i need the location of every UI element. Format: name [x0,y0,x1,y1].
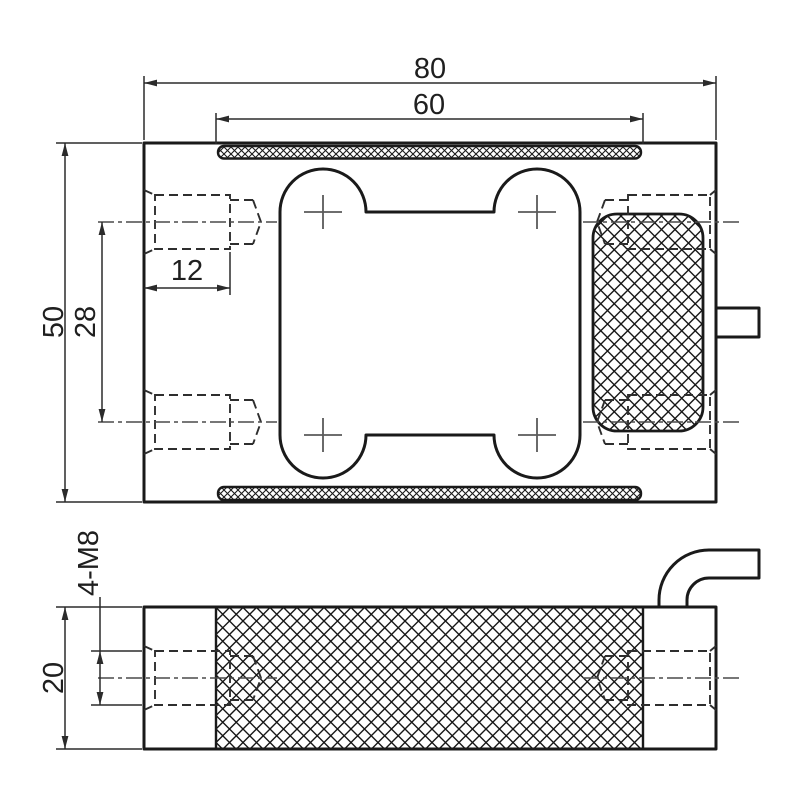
cable-bend [657,548,761,609]
cross-marker-top-right [518,195,556,229]
side-hatch-section [214,605,645,751]
side-view: 20 4-M8 [38,530,761,751]
dim-overall-height: 50 [38,142,142,503]
dim-hole-spacing: 28 [70,222,106,422]
dim-28-label: 28 [70,306,102,338]
dim-recess-width: 60 [215,89,644,144]
cross-marker-bottom-right [518,418,556,452]
dim-thread-depth: 12 [144,252,231,295]
dim-overall-width: 80 [143,53,717,140]
top-view: 80 60 50 28 [38,53,761,504]
cable-stub [714,306,761,339]
gauge-cover [591,212,705,433]
central-cutout [278,167,582,480]
thread-hole-right-bottom [583,389,740,455]
cross-marker-top-left [304,195,342,229]
top-seal-strip [216,144,643,160]
dim-20-label: 20 [38,662,70,694]
side-thread-hole-right [583,645,740,711]
thread-hole-left-top [98,189,277,255]
dim-80-label: 80 [414,53,446,85]
thread-hole-right-top [583,189,740,255]
cross-marker-bottom-left [304,418,342,452]
side-thread-hole-left [98,645,277,711]
dim-50-label: 50 [38,306,70,338]
thread-callout-label: 4-M8 [73,530,105,596]
thread-hole-left-bottom [98,389,277,455]
thread-callout: 4-M8 [73,530,142,706]
bottom-seal-strip [216,485,643,502]
dim-12-label: 12 [171,255,203,287]
dim-thickness: 20 [38,606,142,750]
dim-60-label: 60 [413,89,445,121]
